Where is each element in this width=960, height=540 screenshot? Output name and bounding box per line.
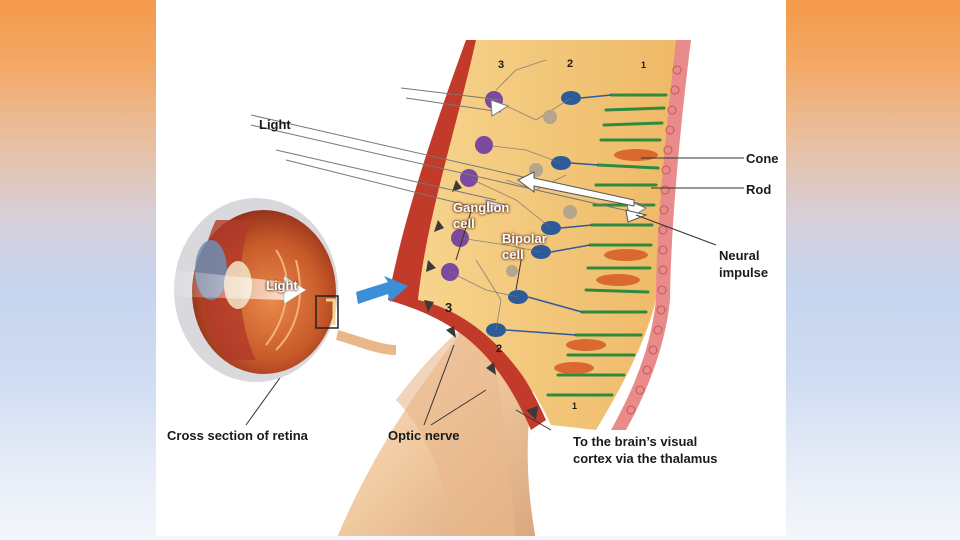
layer-number-mid-2: 2 (496, 343, 503, 355)
label-cross-section: Cross section of retina (167, 428, 308, 443)
label-light-top: Light (259, 117, 291, 132)
label-bipolar-cell-line1: Bipolar (502, 231, 547, 246)
layer-number-top-2: 2 (567, 58, 574, 70)
slide-canvas: 3 2 1 Light Cone Rod Ganglion cell Bipol… (156, 0, 786, 536)
label-ganglion-cell-line2: cell (453, 216, 475, 231)
optic-nerve-outer (396, 310, 516, 536)
label-ganglion-cell-line1: Ganglion (453, 200, 510, 215)
rods (546, 93, 668, 397)
label-cone: Cone (746, 151, 779, 166)
label-light-eye: Light (266, 278, 298, 293)
layer-number-top-1: 1 (641, 60, 647, 70)
label-rod: Rod (746, 182, 772, 197)
neural-network (449, 59, 572, 331)
layer-number-mid-3: 3 (445, 300, 453, 315)
label-neural: Neural (719, 248, 760, 263)
neural-impulse-arrows (517, 171, 648, 223)
eye-optic-nerve (336, 330, 396, 355)
axon-flow-arrows (424, 180, 538, 420)
pigment-cells (626, 65, 682, 415)
eye-light-arrowhead (283, 275, 307, 305)
eye-light-beam (156, 268, 286, 300)
label-optic-nerve: Optic nerve (388, 428, 460, 443)
zoom-arrow (356, 276, 408, 304)
layer-number-top-3: 3 (498, 59, 505, 71)
retina-diagram (156, 40, 744, 536)
choroid-red-band (388, 40, 546, 430)
layer-number-mid-1: 1 (572, 401, 578, 411)
bipolar-links (505, 94, 612, 336)
label-brain-line1: To the brain’s visual (573, 434, 698, 449)
pigment-edge (611, 40, 691, 430)
label-impulse: impulse (719, 265, 769, 280)
label-bipolar-cell-line2: cell (502, 247, 524, 262)
label-brain-line2: cortex via the thalamus (573, 451, 718, 466)
